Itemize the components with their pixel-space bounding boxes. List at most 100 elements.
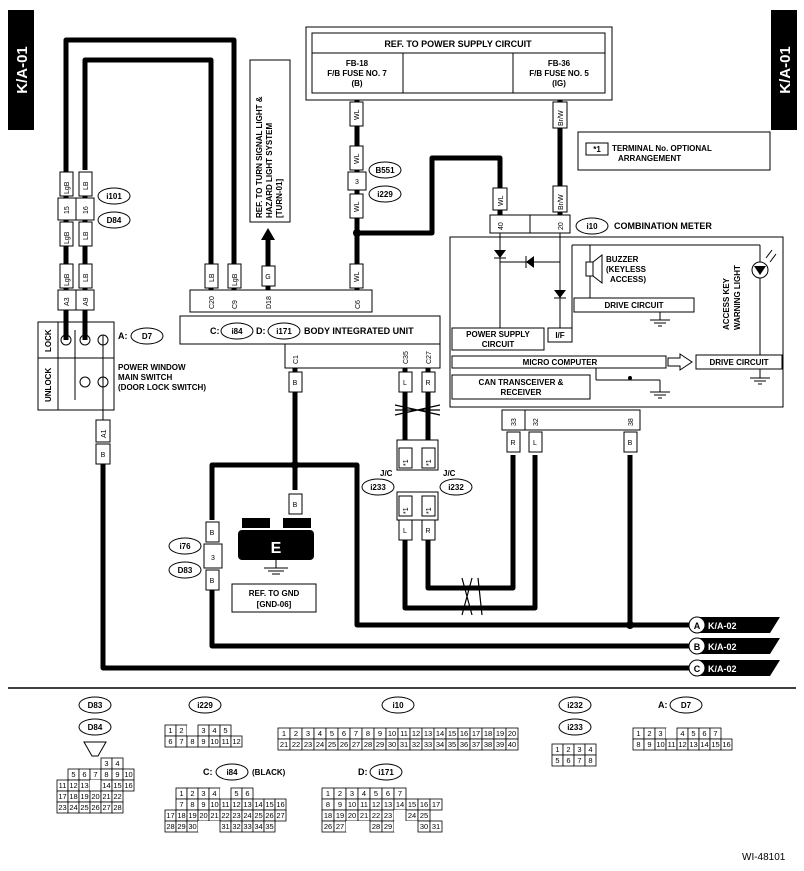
- grid-i229-pin: 8: [190, 737, 194, 746]
- grid-i84-pin: 19: [188, 811, 196, 820]
- grid-i84-pin: 16: [276, 800, 284, 809]
- grid-i84-pin: 28: [166, 822, 174, 831]
- grid-i10-pin: 3: [306, 729, 310, 738]
- grid-i171-pin: 8: [326, 800, 330, 809]
- a-prefix: A:: [118, 331, 128, 341]
- grid-d7-pin: 3: [658, 729, 662, 738]
- grid-i84-pin: 18: [177, 811, 185, 820]
- tag-b-gnd: B: [293, 502, 298, 509]
- ground-letter: E: [271, 540, 282, 557]
- grid-i171-cell: [429, 798, 443, 811]
- tag-b-a1: B: [101, 452, 106, 459]
- out-b-ref: K/A-02: [708, 642, 737, 652]
- combination-meter-label: COMBINATION METER: [614, 221, 712, 231]
- grid-i229-pin: 2: [179, 726, 183, 735]
- out-c-letter: C: [694, 664, 701, 674]
- pin-38: 38: [628, 418, 635, 426]
- lock-label: LOCK: [44, 329, 53, 352]
- grid-i171-pin: 18: [324, 811, 332, 820]
- grid-d83-cell: [122, 779, 135, 792]
- grid-i10-pin: 18: [484, 729, 492, 738]
- pin-C27: C27: [426, 351, 433, 364]
- grid-i171-cell: [358, 821, 370, 832]
- grid-d83-pin: 4: [115, 759, 119, 768]
- pv-d83-id: D83: [88, 701, 103, 710]
- fuse1-line3: (B): [351, 79, 362, 88]
- grid-i171-pin: 16: [420, 800, 428, 809]
- junctions: [291, 229, 634, 629]
- grid-i10-pin: 24: [316, 740, 324, 749]
- ground-e: E REF. TO GND [GND-06]: [231, 518, 317, 613]
- left-page-tab: K/A-01: [8, 10, 34, 130]
- fuse1-line2: F/B FUSE NO. 7: [327, 69, 387, 78]
- grid-i171-cell: [394, 821, 406, 832]
- grid-i232-pin: 3: [577, 745, 581, 754]
- pin-C20: C20: [209, 296, 216, 309]
- fuse2-line1: FB-36: [548, 59, 571, 68]
- grid-d83-cell: [57, 758, 68, 769]
- grid-i171-pin: 10: [348, 800, 356, 809]
- grid-i84-pin: 13: [243, 800, 251, 809]
- grid-d83-pin: 15: [113, 781, 121, 790]
- pv-i171-prefix: D:: [358, 767, 368, 777]
- tag-l-jc: L: [403, 528, 407, 535]
- grid-d7-pin: 10: [656, 740, 664, 749]
- grid-d7-pin: 2: [647, 729, 651, 738]
- grid-i10-pin: 16: [460, 729, 468, 738]
- grid-d7-pin: 7: [713, 729, 717, 738]
- connector-i233: i233: [370, 483, 386, 492]
- grid-i84-pin: 1: [179, 789, 183, 798]
- grid-i84-pin: 11: [222, 800, 230, 809]
- grid-i171-cell: [394, 810, 406, 821]
- pv-i171-id: i171: [378, 768, 394, 777]
- grid-i171-pin: 29: [384, 822, 392, 831]
- grid-d83-pin: 7: [93, 770, 97, 779]
- grid-i10-pin: 23: [304, 740, 312, 749]
- connector-d83: D83: [178, 566, 193, 575]
- fuse1-line1: FB-18: [346, 59, 369, 68]
- grid-d83-pin: 28: [113, 803, 121, 812]
- out-c-ref: K/A-02: [708, 664, 737, 674]
- grid-i10-pin: 9: [378, 729, 382, 738]
- grid-i10-pin: 37: [472, 740, 480, 749]
- grid-i10-pin: 2: [294, 729, 298, 738]
- grid-i10-pin: 22: [292, 740, 300, 749]
- grid-i10-pin: 10: [388, 729, 396, 738]
- grid-i84-cell: [198, 821, 209, 832]
- grid-i171-pin: 3: [350, 789, 354, 798]
- grid-i229-pin: 6: [168, 737, 172, 746]
- power-window-switch: LOCK UNLOCK POWER WINDOW MAIN SWITCH (DO…: [37, 310, 206, 420]
- grid-d83-pin: 26: [91, 803, 99, 812]
- tag-l-32: L: [533, 440, 537, 447]
- grid-i84-pin: 9: [201, 800, 205, 809]
- pin-20: 20: [558, 222, 565, 230]
- gnd-ref-line1: REF. TO GND: [249, 589, 300, 598]
- pin-15: 15: [64, 206, 71, 214]
- body-integrated-unit-label: BODY INTEGRATED UNIT: [304, 326, 414, 336]
- grid-i10-pin: 39: [496, 740, 504, 749]
- grid-d7-pin: 1: [636, 729, 640, 738]
- grid-i171-pin: 23: [384, 811, 392, 820]
- grid-d7-cell: [720, 738, 733, 751]
- figure-id: WI-48101: [742, 852, 786, 863]
- right-page-tab: K/A-01: [771, 10, 797, 130]
- grid-i171-pin: 24: [408, 811, 416, 820]
- grid-i171-pin: 6: [386, 789, 390, 798]
- grid-i10-pin: 15: [448, 729, 456, 738]
- grid-i171-pin: 28: [372, 822, 380, 831]
- grid-i10-pin: 25: [328, 740, 336, 749]
- grid-i10-pin: 38: [484, 740, 492, 749]
- grid-d83-pin: 8: [104, 770, 108, 779]
- warning-light-line2: WARNING LIGHT: [733, 265, 742, 330]
- tag-brw-1: Br/W: [558, 110, 565, 126]
- connector-i76: i76: [179, 542, 191, 551]
- connector-d84: D84: [107, 216, 122, 225]
- grid-i10-pin: 20: [508, 729, 516, 738]
- grid-i84-pin: 7: [179, 800, 183, 809]
- grid-i84-pin: 17: [166, 811, 174, 820]
- grid-i10-pin: 35: [448, 740, 456, 749]
